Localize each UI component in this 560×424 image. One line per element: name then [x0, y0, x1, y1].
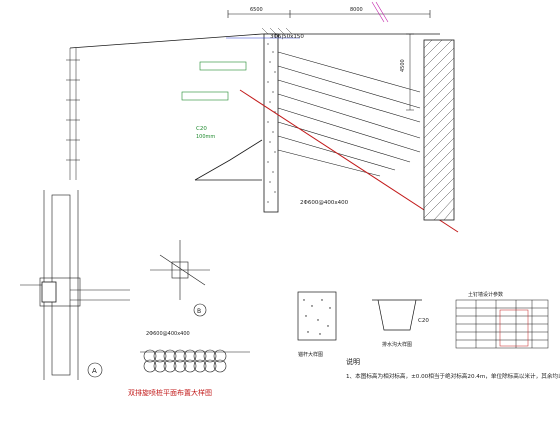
pile-label-plan: 2Φ600@400x400 — [146, 331, 190, 337]
right-soil-column — [423, 39, 455, 221]
c20-label-ditch: C20 — [418, 318, 429, 324]
ground-hatch — [261, 27, 293, 35]
c20-label-main: C20 — [196, 126, 207, 132]
detail-a-block — [41, 281, 57, 303]
detail-b-tag: B — [197, 308, 201, 315]
anchor-head-label: 3Φ6|50x150 — [270, 34, 304, 40]
dim-top-left: 6500 — [250, 7, 263, 13]
pile-wall — [263, 33, 279, 213]
small-section-2-title: 排水沟大样图 — [382, 341, 412, 348]
small-section-1 — [297, 291, 337, 341]
small-section-1-title: 锚杆大样图 — [298, 351, 323, 358]
label-box-2 — [181, 91, 229, 101]
plan-title: 双排旋喷桩平面布置大样图 — [128, 388, 212, 397]
dim-right-top: 4500 — [400, 59, 406, 72]
notes-line-1: 1、本图标高为相对标高，±0.00相当于绝对标高20.4m，单位除标高以米计，其… — [346, 372, 560, 380]
label-box-1 — [199, 61, 247, 71]
pile-label-main: 2Φ600@400x400 — [300, 200, 349, 206]
detail-b-circle — [193, 303, 207, 317]
detail-a-drawing — [20, 190, 130, 380]
thickness-label: 100mm — [196, 134, 215, 140]
detail-a-tag: A — [92, 367, 97, 375]
top-right-slope — [371, 1, 389, 23]
notes-heading: 说明 — [346, 357, 360, 366]
table-highlight — [499, 309, 529, 347]
right-dimension — [406, 33, 414, 111]
detail-b-drawing — [150, 240, 210, 300]
left-dimension — [66, 48, 80, 180]
dim-top-right: 8000 — [350, 7, 363, 13]
sliding-surface-line — [239, 89, 459, 233]
param-table — [455, 299, 549, 349]
pile-plan — [140, 349, 250, 373]
detail-a-circle — [87, 362, 103, 378]
soil-nails — [277, 51, 421, 177]
slope-profile — [69, 33, 440, 181]
small-section-2 — [372, 299, 422, 331]
top-dimension — [227, 10, 431, 18]
table-title: 土钉墙设计参数 — [468, 291, 503, 298]
